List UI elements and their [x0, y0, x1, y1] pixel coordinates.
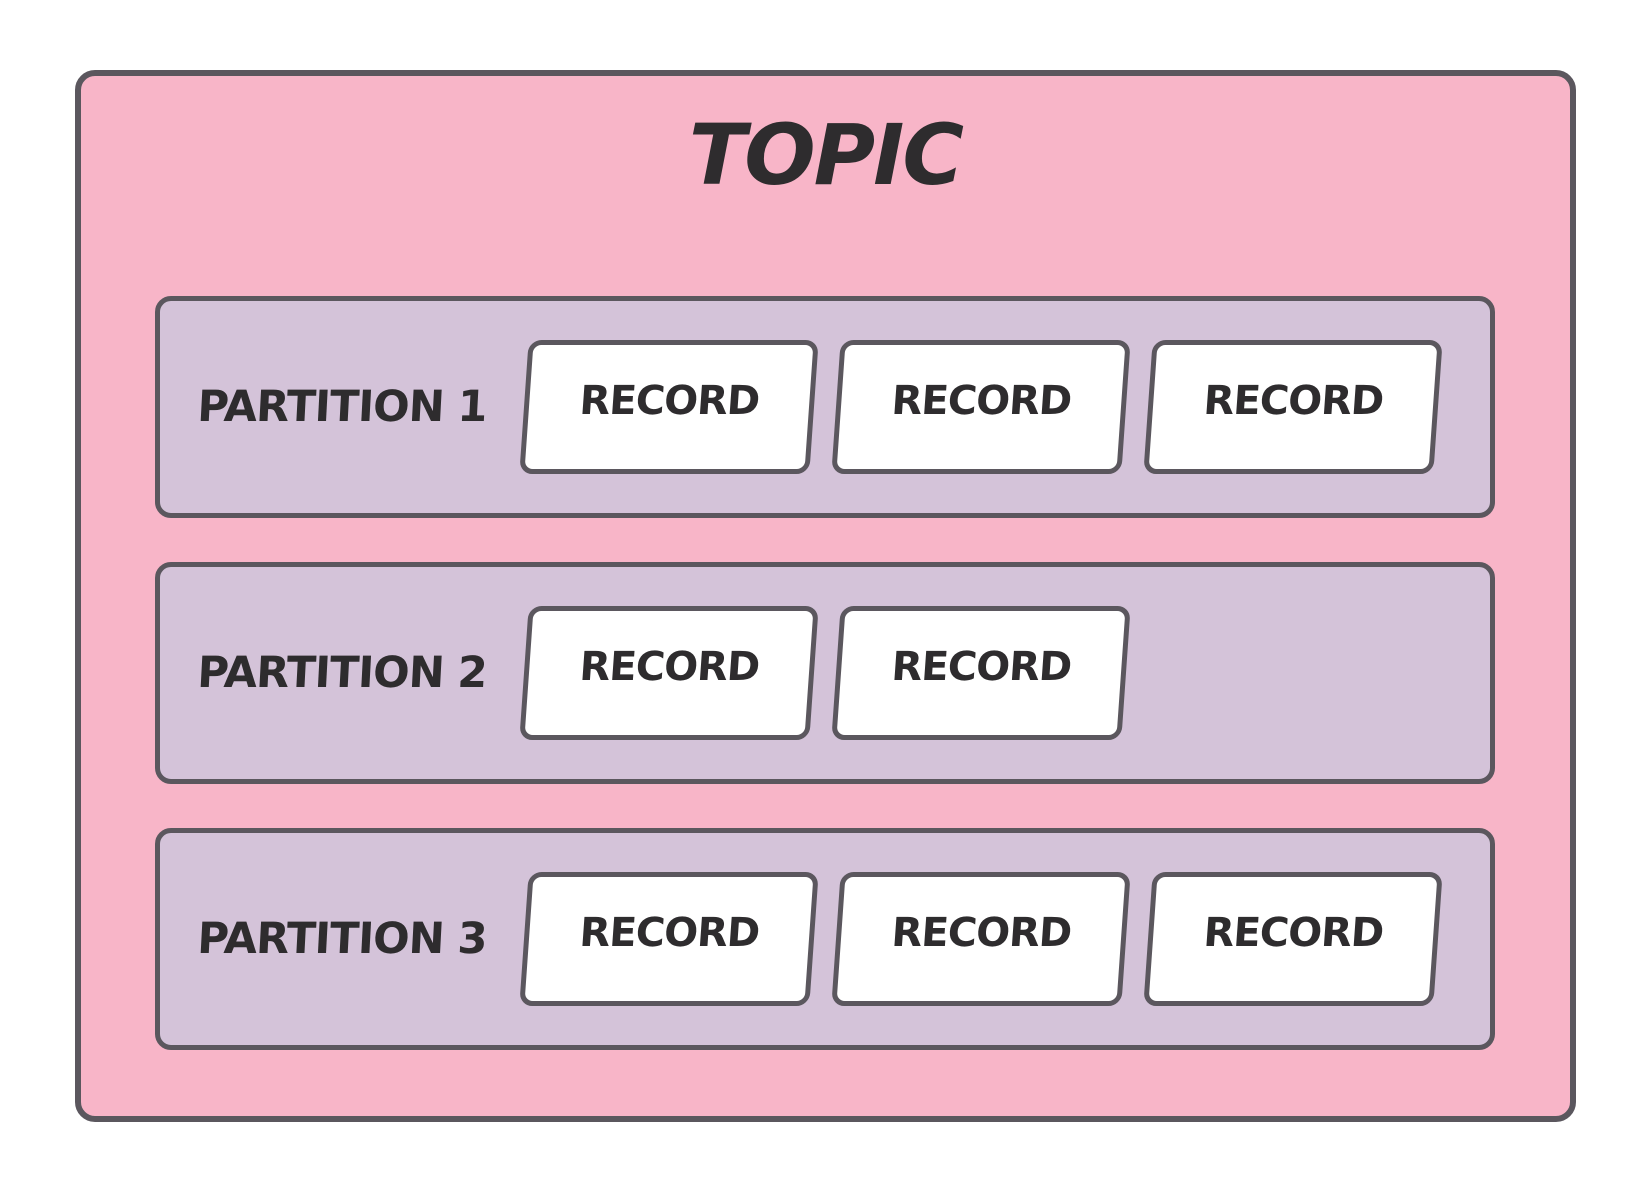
- partition-label: PARTITION 3: [196, 914, 488, 964]
- topic-title: TOPIC: [688, 106, 964, 204]
- partition-label: PARTITION 2: [196, 648, 488, 698]
- record-box: RECORD: [1143, 872, 1443, 1006]
- record-box: RECORD: [519, 872, 819, 1006]
- record-box: RECORD: [831, 340, 1131, 474]
- record-box: RECORD: [519, 340, 819, 474]
- record-box: RECORD: [1143, 340, 1443, 474]
- record-box: RECORD: [831, 872, 1131, 1006]
- record-box: RECORD: [519, 606, 819, 740]
- record-box: RECORD: [831, 606, 1131, 740]
- partition-label: PARTITION 1: [196, 382, 488, 432]
